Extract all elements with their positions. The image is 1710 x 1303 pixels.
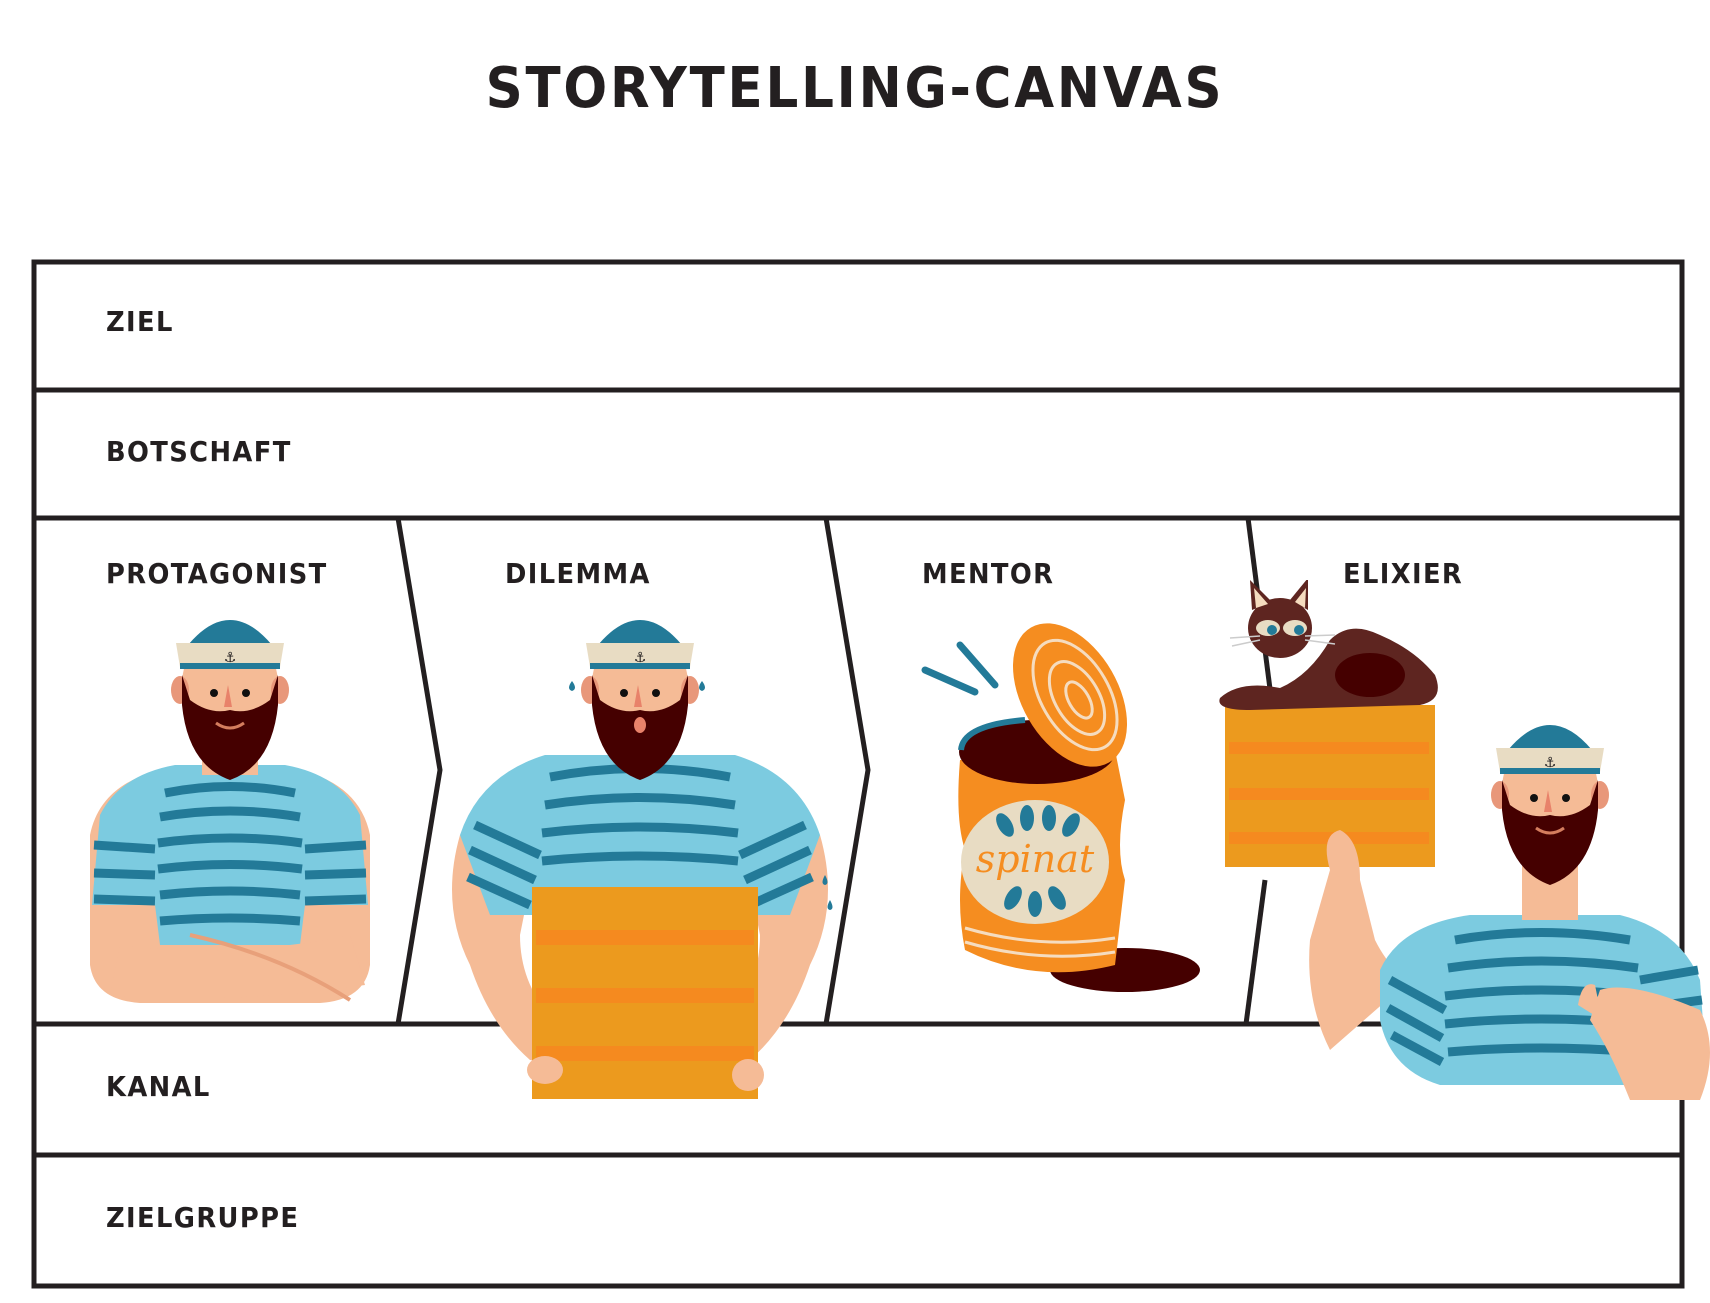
row-label-kanal: KANAL xyxy=(106,1070,211,1103)
can-label-text: spinat xyxy=(976,837,1095,881)
page-title: STORYTELLING-CANVAS xyxy=(485,56,1225,121)
sailor-carrying-crate-illustration: ⚓ xyxy=(452,620,833,1099)
svg-text:⚓: ⚓ xyxy=(224,650,237,666)
step-label-dilemma: DILEMMA xyxy=(505,557,651,590)
sailor-with-cat-crate-illustration: ⚓ xyxy=(1219,580,1710,1100)
step-label-protagonist: PROTAGONIST xyxy=(106,557,328,590)
svg-text:⚓: ⚓ xyxy=(1544,755,1557,771)
step-label-elixier: ELIXIER xyxy=(1343,557,1464,590)
step-label-mentor: MENTOR xyxy=(922,557,1055,590)
row-label-botschaft: BOTSCHAFT xyxy=(106,435,292,468)
row-label-zielgruppe: ZIELGRUPPE xyxy=(106,1201,300,1234)
svg-text:⚓: ⚓ xyxy=(634,650,647,666)
spinach-can-illustration: spinat xyxy=(921,623,1200,992)
sailor-arms-crossed-illustration: ⚓ xyxy=(90,620,370,1003)
row-label-ziel: ZIEL xyxy=(106,305,174,338)
